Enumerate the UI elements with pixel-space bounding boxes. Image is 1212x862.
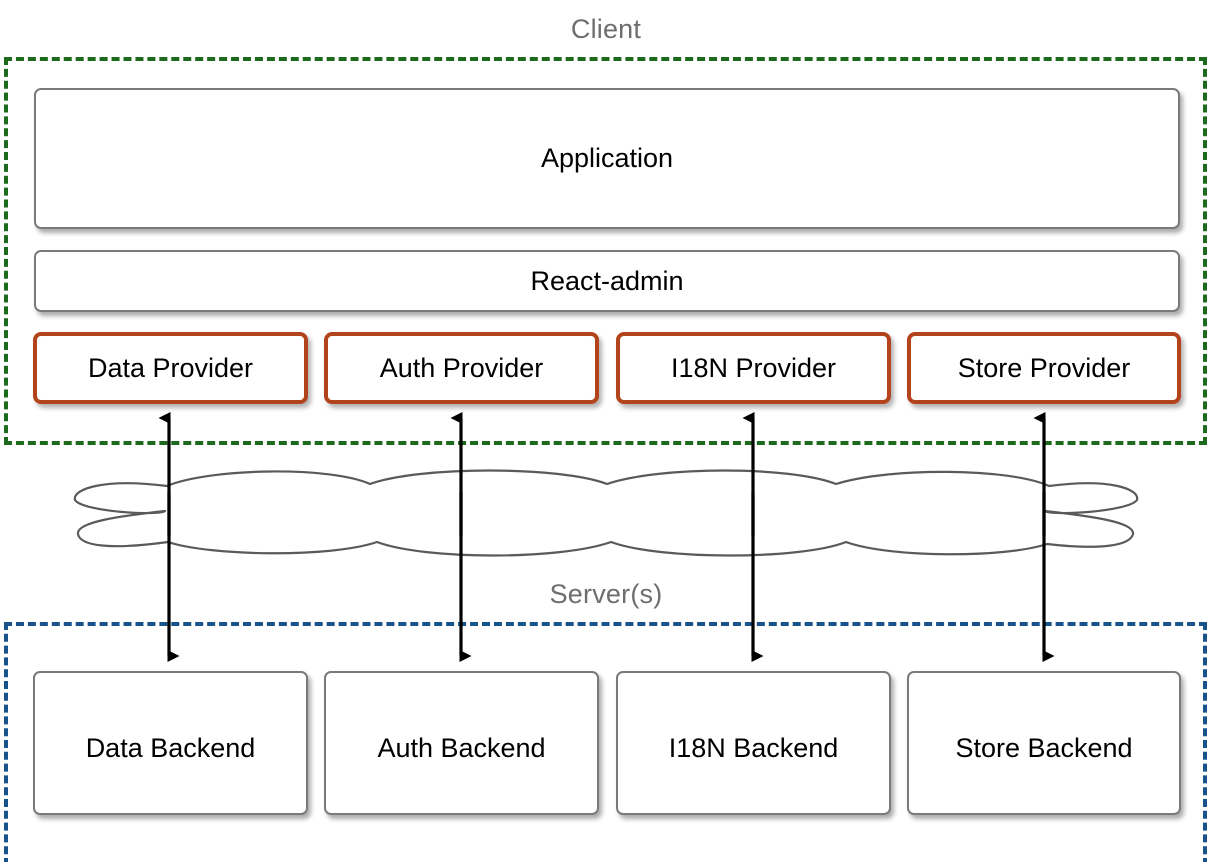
store-backend-label: Store Backend — [955, 733, 1133, 763]
data-backend-box[interactable]: Data Backend — [33, 671, 308, 815]
store-provider-label: Store Provider — [957, 352, 1131, 383]
store-provider-box[interactable]: Store Provider — [907, 332, 1181, 404]
network-cloud-icon — [73, 469, 1139, 557]
i18n-provider-box[interactable]: I18N Provider — [616, 332, 891, 404]
application-label: Application — [540, 143, 674, 173]
i18n-provider-label: I18N Provider — [670, 352, 837, 383]
auth-provider-box[interactable]: Auth Provider — [324, 332, 599, 404]
store-backend-box[interactable]: Store Backend — [907, 671, 1181, 815]
server-zone-title: Server(s) — [549, 579, 663, 609]
data-backend-label: Data Backend — [85, 733, 256, 763]
react-admin-label: React-admin — [530, 265, 684, 296]
data-provider-label: Data Provider — [87, 352, 254, 383]
auth-provider-label: Auth Provider — [379, 352, 544, 383]
auth-backend-label: Auth Backend — [377, 733, 546, 763]
client-zone-boundary — [4, 57, 1207, 445]
data-provider-box[interactable]: Data Provider — [33, 332, 308, 404]
client-zone-title: Client — [570, 14, 642, 44]
i18n-backend-label: I18N Backend — [668, 733, 839, 763]
server-zone-boundary — [4, 622, 1207, 862]
auth-backend-box[interactable]: Auth Backend — [324, 671, 599, 815]
react-admin-box[interactable]: React-admin — [34, 250, 1180, 312]
i18n-backend-box[interactable]: I18N Backend — [616, 671, 891, 815]
application-box[interactable]: Application — [34, 88, 1180, 229]
